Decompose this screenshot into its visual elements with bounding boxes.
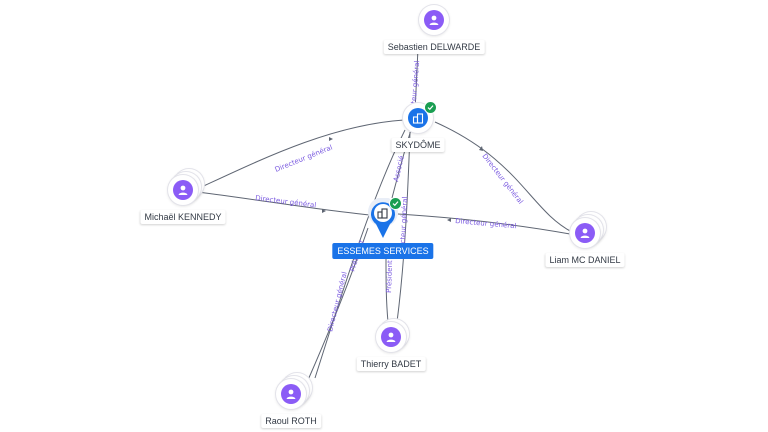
arrow-kennedy-skydome [329, 137, 333, 141]
node-disc [376, 322, 406, 352]
arrow-kennedy-essemes [322, 209, 326, 213]
node-disc [419, 5, 449, 35]
edge-badet-essemes[interactable] [385, 257, 389, 323]
node-disc [570, 218, 600, 248]
person-icon [575, 223, 595, 243]
node-label: ESSEMES SERVICES [332, 243, 434, 259]
edge-label-roth-essemes: Directeur général [326, 271, 349, 333]
node-disc [276, 379, 306, 409]
edge-label-mcdaniel-skydome: Directeur général [480, 152, 524, 205]
person-icon [381, 327, 401, 347]
edge-label-mcdaniel-essemes: Directeur général [455, 217, 517, 230]
verified-check-icon [424, 101, 437, 114]
edge-skydome-essemes[interactable] [391, 129, 412, 199]
node-label: Liam MC DANIEL [545, 253, 625, 267]
edge-kennedy-skydome[interactable] [194, 119, 405, 191]
edge-mcdaniel-skydome[interactable] [434, 121, 573, 233]
arrow-mcdaniel-skydome [479, 146, 483, 151]
person-icon [173, 180, 193, 200]
arrow-mcdaniel-essemes [447, 218, 451, 222]
node-label: Raoul ROTH [261, 414, 321, 428]
edge-label-skydome-essemes: Associé [392, 155, 406, 183]
edge-label-badet-essemes: Président [385, 260, 394, 293]
person-icon [424, 10, 444, 30]
edge-kennedy-essemes[interactable] [197, 191, 371, 216]
node-label: SKYDÔME [391, 138, 445, 152]
person-icon [281, 384, 301, 404]
edge-badet-skydome[interactable] [396, 131, 411, 323]
node-disc [403, 103, 433, 133]
building-icon [408, 108, 428, 128]
edge-mcdaniel-essemes[interactable] [397, 213, 571, 235]
edge-label-kennedy-skydome: Directeur général [274, 143, 334, 173]
node-label: Thierry BADET [356, 357, 426, 371]
edge-label-badet-skydome: Directeur général [398, 196, 409, 258]
edge-label-kennedy-essemes: Directeur général [255, 194, 317, 209]
node-label: Sebastien DELWARDE [383, 40, 485, 54]
node-label: Michaël KENNEDY [140, 210, 226, 224]
verified-check-icon [389, 197, 402, 210]
node-disc [168, 175, 198, 205]
